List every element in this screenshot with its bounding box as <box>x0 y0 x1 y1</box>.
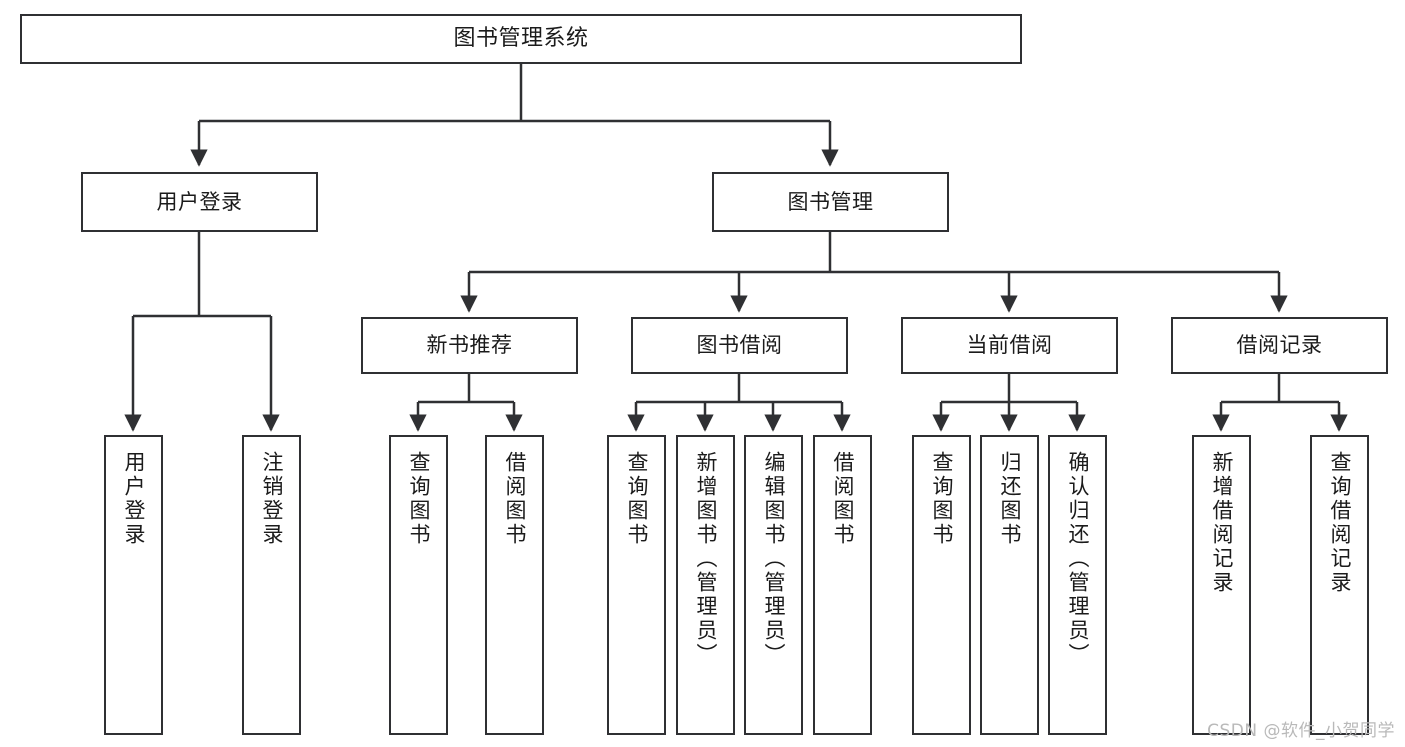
leaf-logout[interactable]: 注销登录 <box>242 435 301 735</box>
node-label: 当前借阅 <box>966 333 1053 357</box>
node-label: 新增图书（管理员） <box>694 451 718 667</box>
leaf-borrow-book[interactable]: 借阅图书 <box>813 435 872 735</box>
node-label: 注销登录 <box>260 451 284 547</box>
leaf-query-book-borrow[interactable]: 查询图书 <box>607 435 666 735</box>
node-label: 归还图书 <box>998 451 1022 547</box>
node-label: 用户登录 <box>122 451 146 547</box>
leaf-query-borrow-record[interactable]: 查询借阅记录 <box>1310 435 1369 735</box>
node-label: 查询图书 <box>930 451 954 547</box>
node-label: 用户登录 <box>156 189 243 214</box>
leaf-user-login[interactable]: 用户登录 <box>104 435 163 735</box>
node-label: 图书管理系统 <box>453 26 589 51</box>
node-label: 图书借阅 <box>696 333 783 357</box>
watermark-text: CSDN @软件_小贺同学 <box>1207 721 1395 741</box>
node-label: 借阅图书 <box>831 451 855 547</box>
node-label: 查询借阅记录 <box>1328 451 1352 595</box>
leaf-query-book-new[interactable]: 查询图书 <box>389 435 448 735</box>
leaf-borrow-book-new[interactable]: 借阅图书 <box>485 435 544 735</box>
leaf-return-book[interactable]: 归还图书 <box>980 435 1039 735</box>
leaf-query-book-current[interactable]: 查询图书 <box>912 435 971 735</box>
leaf-edit-book-admin[interactable]: 编辑图书（管理员） <box>744 435 803 735</box>
node-label: 新书推荐 <box>426 333 513 357</box>
node-label: 借阅图书 <box>503 451 527 547</box>
node-borrow-record[interactable]: 借阅记录 <box>1171 317 1388 374</box>
node-new-book-recommend[interactable]: 新书推荐 <box>361 317 578 374</box>
node-user-login[interactable]: 用户登录 <box>81 172 318 232</box>
node-label: 新增借阅记录 <box>1210 451 1234 595</box>
node-label: 查询图书 <box>625 451 649 547</box>
node-root-system[interactable]: 图书管理系统 <box>20 14 1022 64</box>
node-book-management[interactable]: 图书管理 <box>712 172 949 232</box>
leaf-add-book-admin[interactable]: 新增图书（管理员） <box>676 435 735 735</box>
node-label: 查询图书 <box>407 451 431 547</box>
leaf-add-borrow-record[interactable]: 新增借阅记录 <box>1192 435 1251 735</box>
leaf-confirm-return-admin[interactable]: 确认归还（管理员） <box>1048 435 1107 735</box>
node-label: 图书管理 <box>787 189 874 214</box>
node-label: 借阅记录 <box>1236 333 1323 357</box>
node-label: 编辑图书（管理员） <box>762 451 786 667</box>
node-current-borrow[interactable]: 当前借阅 <box>901 317 1118 374</box>
node-label: 确认归还（管理员） <box>1066 451 1090 667</box>
node-book-borrow[interactable]: 图书借阅 <box>631 317 848 374</box>
